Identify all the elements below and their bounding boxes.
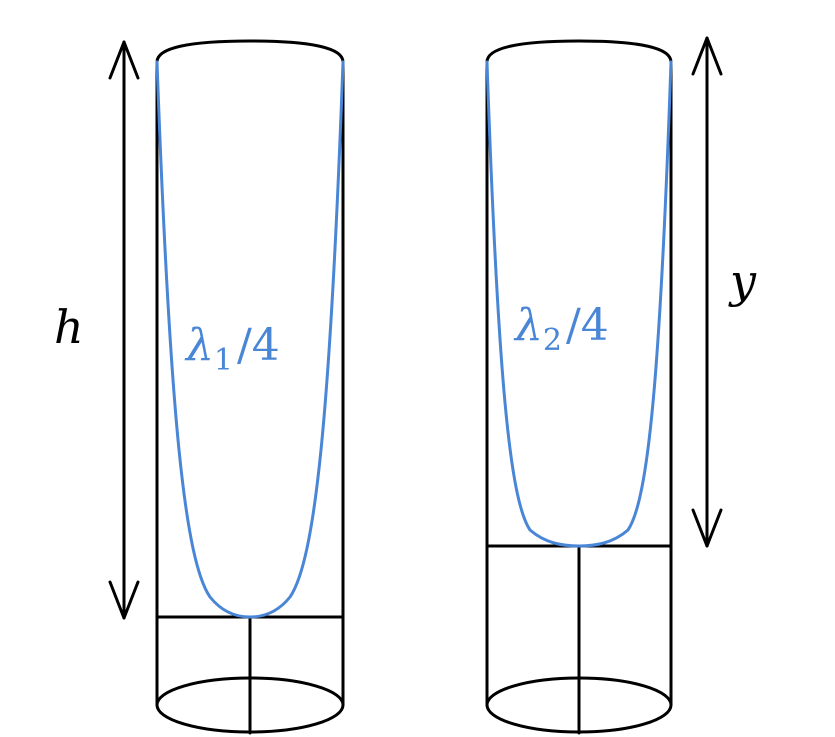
tube-right-wavelength-label: λ2/4 bbox=[513, 300, 609, 358]
tube-left bbox=[155, 39, 345, 735]
height-arrow-bottom-head bbox=[108, 580, 140, 620]
tube-left-top-cap bbox=[155, 39, 345, 64]
tube-right-top-cap bbox=[485, 39, 673, 64]
tube-left-lambda-symbol: λ bbox=[184, 320, 214, 371]
height-arrow-top-head bbox=[108, 40, 140, 80]
tube-right-lambda-symbol: λ bbox=[513, 300, 543, 351]
tube-left-base-ellipse bbox=[155, 676, 345, 734]
tube-right-lambda-subscript: 2 bbox=[543, 323, 562, 358]
length-arrow-top-head bbox=[691, 36, 723, 76]
height-arrow-h bbox=[108, 40, 140, 620]
label-h: h bbox=[54, 300, 84, 354]
tube-right-lambda-suffix: /4 bbox=[566, 300, 609, 351]
tube-right-base-ellipse bbox=[485, 676, 673, 734]
tube-right-standing-wave bbox=[485, 60, 673, 548]
tube-left-standing-wave bbox=[155, 60, 345, 619]
tube-left-lambda-subscript: 1 bbox=[214, 343, 233, 378]
tube-left-wavelength-label: λ1/4 bbox=[184, 320, 280, 378]
length-arrow-bottom-head bbox=[691, 508, 723, 548]
height-arrow-y bbox=[691, 36, 723, 548]
tube-right bbox=[485, 39, 673, 735]
label-y: y bbox=[728, 254, 757, 308]
tube-left-lambda-suffix: /4 bbox=[237, 320, 280, 371]
